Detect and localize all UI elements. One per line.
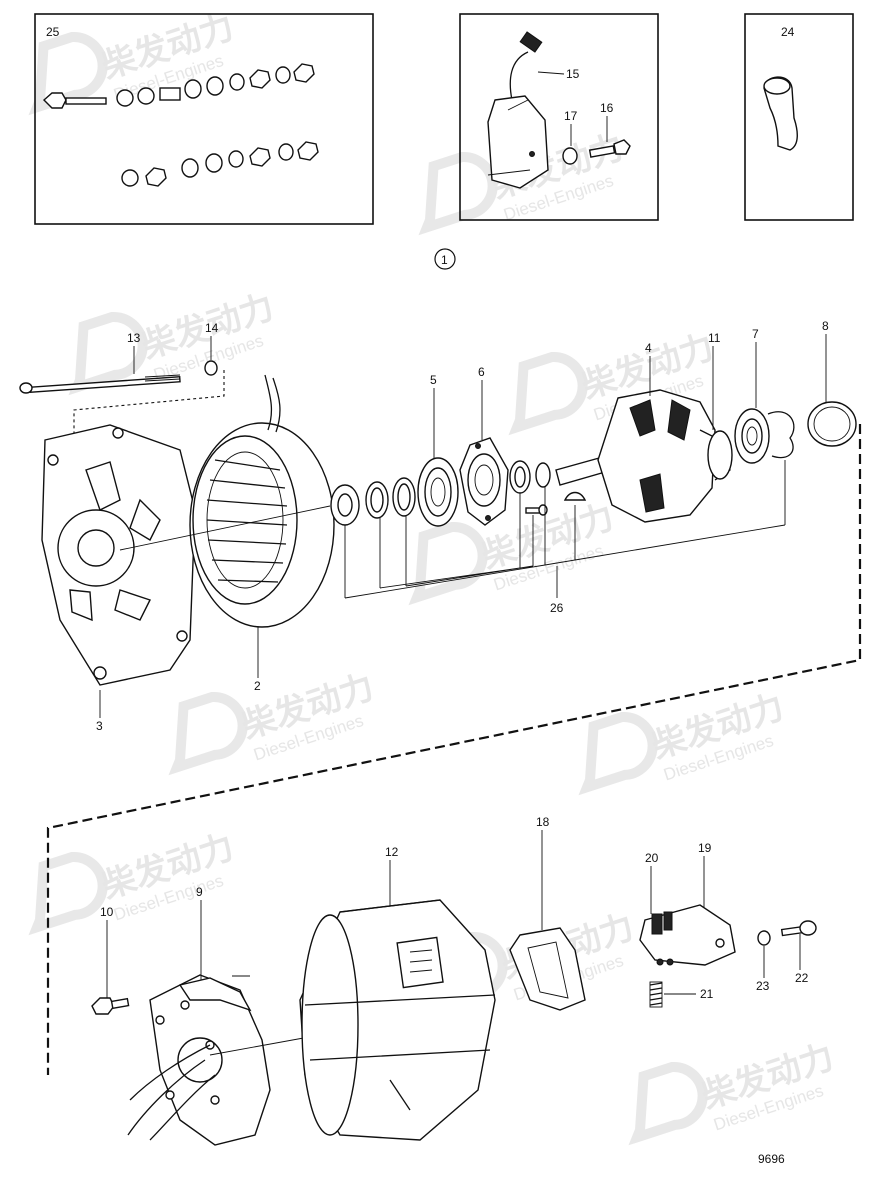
rectifier-plate-9 (127, 974, 271, 1146)
spacer-icon (159, 87, 181, 101)
callout-6: 6 (478, 365, 485, 379)
wire-icon (509, 51, 529, 101)
screw-10 (91, 997, 130, 1015)
gasket-18 (509, 927, 586, 1011)
callout-3: 3 (96, 719, 103, 733)
nut-icon (293, 63, 315, 83)
washer-icon (562, 147, 578, 165)
stator-2 (189, 374, 335, 628)
washer-icon (205, 153, 223, 173)
view-marker: 1 (434, 248, 456, 270)
callout-9: 9 (196, 885, 203, 899)
nut-icon (249, 147, 271, 167)
callout-26: 26 (550, 601, 564, 615)
spring-21 (649, 981, 663, 1008)
circlip (535, 462, 551, 488)
woodruff-key (563, 491, 587, 501)
elbow-boot-icon (763, 76, 798, 151)
nut-icon (249, 69, 271, 89)
box-24-elbow: 24 (744, 13, 854, 221)
box-25-hardware-kit: 25 (34, 13, 374, 225)
callout-17: 17 (564, 109, 578, 123)
callout-2: 2 (254, 679, 261, 693)
watermark: 柴发动力 Diesel-Engines (628, 1037, 839, 1146)
washer-icon (206, 76, 224, 96)
housing-12 (299, 899, 496, 1141)
washer-icon (229, 73, 245, 91)
callout-16: 16 (600, 101, 614, 115)
watermark: 柴发动力 Diesel-Engines (28, 827, 239, 936)
screw-icon (525, 504, 548, 516)
rotor-4 (555, 389, 733, 523)
callout-11: 11 (708, 331, 721, 345)
assembly-connector-line (46, 424, 862, 1075)
brush-holder-icon (487, 95, 549, 189)
bearing-5 (417, 457, 459, 527)
callout-19: 19 (698, 841, 712, 855)
washer-icon (116, 89, 134, 107)
regulator-19 (639, 904, 736, 966)
callout-7: 7 (752, 327, 759, 341)
watermark: 柴发动力 Diesel-Engines (578, 687, 789, 796)
shaft-axis (119, 505, 331, 551)
watermark: 柴发动力 Diesel-Engines (168, 667, 379, 776)
washer-14 (204, 360, 218, 376)
bolt-long-icon (42, 92, 107, 109)
o-ring-8 (807, 401, 857, 447)
callout-15: 15 (566, 67, 580, 81)
callout-10: 10 (100, 905, 114, 919)
box-25-label: 25 (46, 25, 60, 39)
washer-icon (121, 169, 139, 187)
end-shield-3 (41, 424, 196, 686)
bearing-7 (734, 408, 770, 464)
box-15-brush-holder: 15 17 16 (459, 13, 659, 221)
through-bolt-13 (19, 374, 181, 394)
callout-24: 24 (781, 25, 795, 39)
callout-12: 12 (385, 845, 399, 859)
washer-icon (278, 143, 294, 161)
washer-icon (137, 87, 155, 105)
nut-icon (145, 167, 167, 187)
watermark: 柴发动力 Diesel-Engines (28, 7, 239, 116)
callout-8: 8 (822, 319, 829, 333)
callout-22: 22 (795, 971, 809, 985)
washer-23 (757, 930, 771, 946)
view-marker-label: 1 (441, 253, 448, 267)
callout-23: 23 (756, 979, 770, 993)
screw-icon (588, 139, 631, 158)
washer-icon (184, 79, 202, 99)
terminal-icon (519, 31, 543, 53)
callout-14: 14 (205, 321, 219, 335)
diagram-number: 9696 (758, 1152, 785, 1166)
nut-icon (297, 141, 319, 161)
callout-13: 13 (127, 331, 141, 345)
washer-icon (181, 158, 199, 178)
washer-icon (275, 66, 291, 84)
callout-20: 20 (645, 851, 659, 865)
callout-4: 4 (645, 341, 652, 355)
kit-26-bracket (344, 460, 786, 599)
callout-18: 18 (536, 815, 550, 829)
screw-22 (780, 920, 817, 937)
washer-icon (228, 150, 244, 168)
callout-21: 21 (700, 987, 714, 1001)
retaining-clip (767, 411, 795, 459)
callout-5: 5 (430, 373, 437, 387)
bearing-plate-6 (459, 437, 509, 526)
